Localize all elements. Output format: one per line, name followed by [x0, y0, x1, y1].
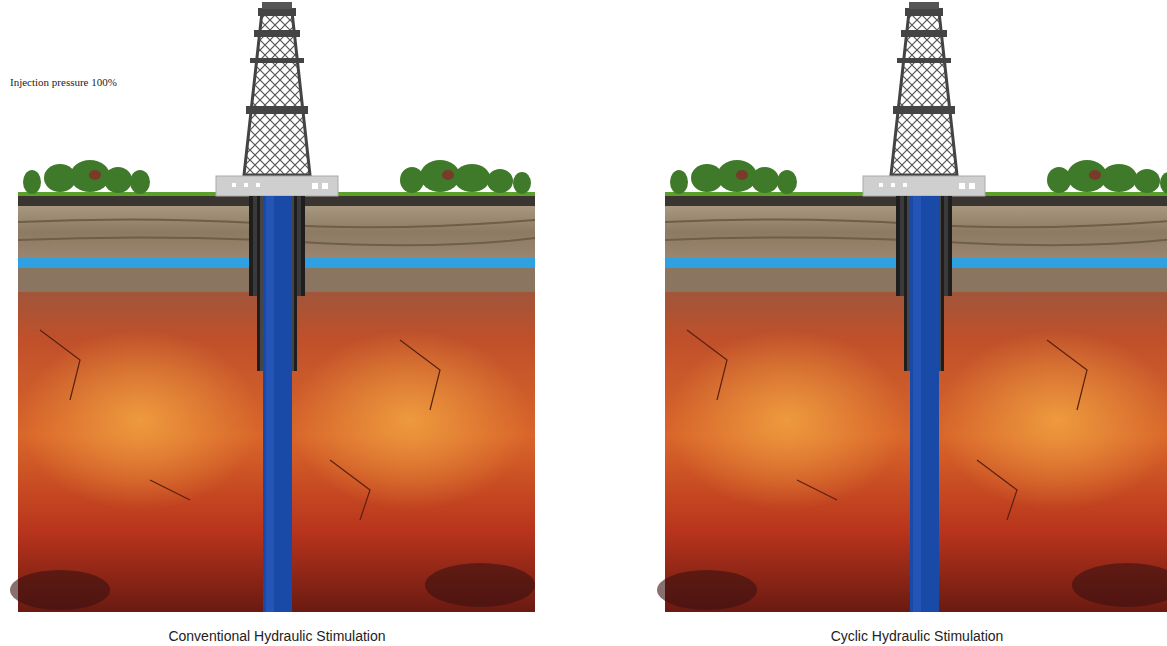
panel-caption: Conventional Hydraulic Stimulation — [168, 628, 385, 644]
conventional-well — [10, 2, 535, 612]
note-label: Injection pressure 100% — [10, 76, 117, 88]
panel-caption: Cyclic Hydraulic Stimulation — [831, 628, 1004, 644]
cyclic-well — [657, 2, 1167, 612]
